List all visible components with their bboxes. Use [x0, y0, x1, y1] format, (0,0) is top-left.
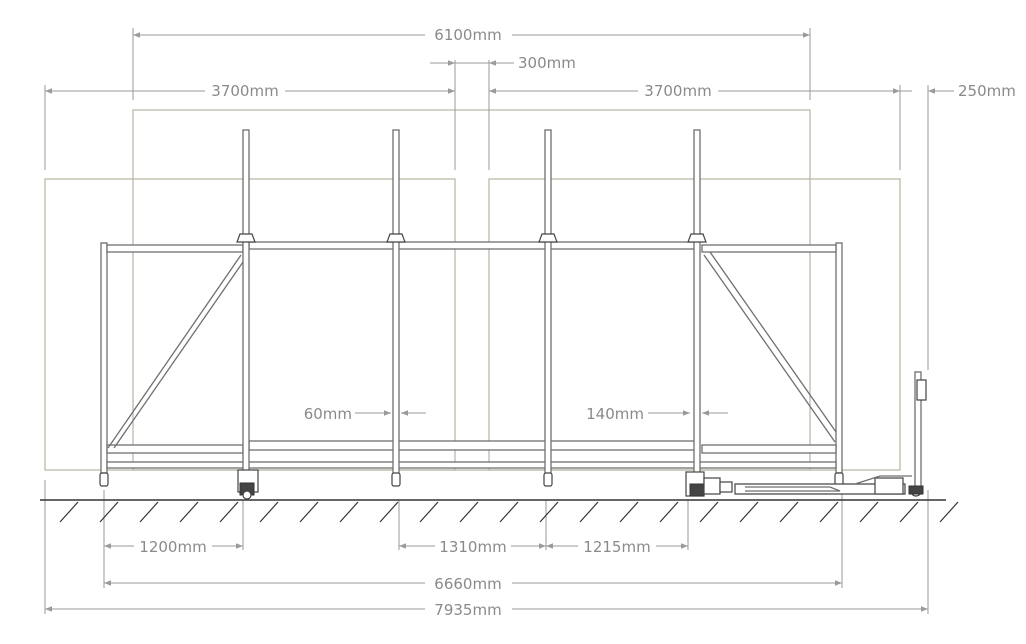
hatch-stroke	[299, 501, 319, 523]
hatch-stroke	[379, 501, 399, 523]
hatch-stroke	[499, 501, 519, 523]
dim-label-6100: 6100mm	[434, 26, 501, 44]
brace-right-b	[709, 251, 837, 433]
hatch-stroke	[219, 501, 239, 523]
dim-label-1215: 1215mm	[583, 538, 650, 556]
brace-left-a	[107, 254, 242, 449]
dim-label-7935: 7935mm	[434, 601, 501, 619]
dimension-60: 60mm	[304, 405, 426, 423]
mast-clamp-3	[538, 233, 558, 243]
mast-clamp-1	[236, 233, 256, 243]
receiving-post	[908, 371, 927, 497]
dim-label-6660: 6660mm	[434, 575, 501, 593]
dimension-1215: 1215mm	[546, 538, 688, 556]
brace-right-a	[703, 254, 836, 443]
base-beam	[106, 461, 837, 469]
mast-clamp-2	[386, 233, 406, 243]
hatch-stroke	[899, 501, 919, 523]
hatch-stroke	[939, 501, 959, 523]
dimension-6660: 6660mm	[104, 575, 842, 593]
hatch-stroke	[859, 501, 879, 523]
hatch-stroke	[699, 501, 719, 523]
dim-label-1310: 1310mm	[439, 538, 506, 556]
dim-label-300: 300mm	[518, 54, 576, 72]
foot-left	[99, 472, 109, 487]
dim-label-250: 250mm	[958, 82, 1016, 100]
mast-clamp-4	[687, 233, 707, 243]
hatch-stroke	[259, 501, 279, 523]
gate-frame	[99, 129, 844, 487]
mast-2	[392, 129, 400, 476]
dimension-6100: 6100mm	[133, 26, 810, 44]
dim-label-1200: 1200mm	[139, 538, 206, 556]
hatch-stroke	[539, 501, 559, 523]
bottom-rail-center	[248, 440, 697, 451]
foot-mid-2	[543, 472, 553, 487]
dimension-3700-left: 3700mm	[45, 82, 455, 100]
ground-hatching	[59, 501, 959, 523]
dim-label-140: 140mm	[586, 405, 644, 423]
hatch-stroke	[579, 501, 599, 523]
mast-1	[242, 129, 250, 476]
mast-3	[544, 129, 552, 476]
dim-label-60: 60mm	[304, 405, 352, 423]
frame-post-right	[835, 242, 843, 474]
top-rail-center	[248, 241, 697, 250]
hatch-stroke	[339, 501, 359, 523]
hatch-stroke	[99, 501, 119, 523]
hatch-stroke	[739, 501, 759, 523]
left-drive-unit	[237, 469, 259, 500]
ground	[40, 499, 959, 523]
foot-mid-1	[391, 472, 401, 487]
dim-label-3700-left: 3700mm	[211, 82, 278, 100]
right-drive-unit	[685, 471, 912, 497]
frame-post-left	[100, 242, 108, 474]
bottom-rail-left	[106, 444, 244, 454]
dim-label-3700-right: 3700mm	[644, 82, 711, 100]
bottom-rail-right	[701, 444, 837, 454]
dimension-300: 300mm	[430, 54, 576, 72]
extension-lines	[44, 28, 929, 614]
dimension-1200: 1200mm	[104, 538, 243, 556]
panel-outlines	[44, 109, 901, 471]
hatch-stroke	[419, 501, 439, 523]
hatch-stroke	[459, 501, 479, 523]
hatch-stroke	[659, 501, 679, 523]
hatch-stroke	[179, 501, 199, 523]
brace-left-b	[113, 261, 244, 449]
hatch-stroke	[59, 501, 79, 523]
top-rail-left	[106, 244, 244, 253]
dimension-7935: 7935mm	[45, 601, 928, 619]
hatch-stroke	[779, 501, 799, 523]
gate-outline-overall	[132, 109, 811, 471]
hatch-stroke	[139, 501, 159, 523]
dimension-250: 250mm	[900, 82, 1016, 100]
hatch-stroke	[819, 501, 839, 523]
mast-4	[693, 129, 701, 476]
dimension-140: 140mm	[586, 405, 728, 423]
hatch-stroke	[619, 501, 639, 523]
dimension-3700-right: 3700mm	[489, 82, 900, 100]
top-rail-right	[701, 244, 837, 253]
dimension-1310: 1310mm	[399, 538, 546, 556]
